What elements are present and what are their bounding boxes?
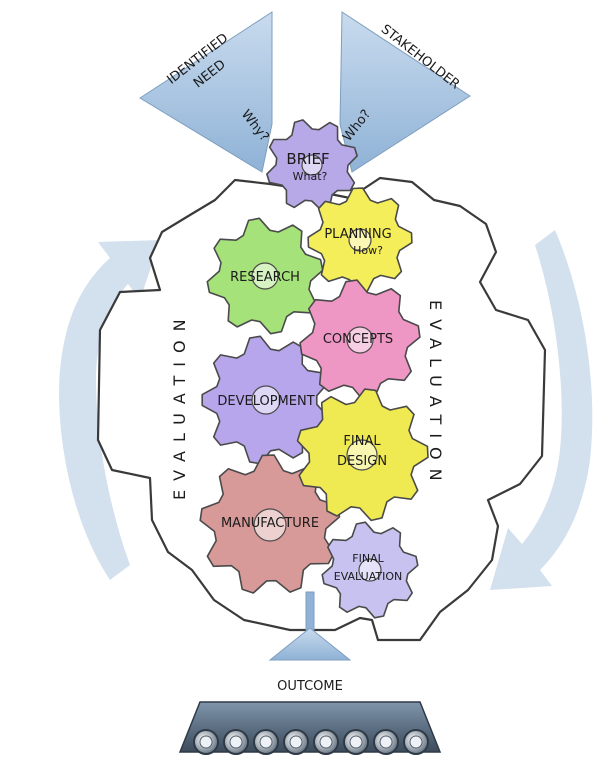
gear-research-label: RESEARCH bbox=[230, 270, 300, 285]
conveyor-roller-core bbox=[289, 735, 303, 749]
gears-layer bbox=[199, 119, 429, 619]
gear-brief-hub bbox=[301, 154, 323, 176]
conveyor-roller-core bbox=[319, 735, 333, 749]
gear-development bbox=[201, 335, 329, 465]
gear-planning-hub bbox=[348, 228, 372, 252]
cycle-arrow-right bbox=[490, 230, 593, 590]
conveyor-roller-core bbox=[199, 735, 213, 749]
gear-brief-sub: What? bbox=[293, 170, 328, 183]
gear-planning-label: PLANNING bbox=[324, 227, 391, 242]
evaluation-label-right-text: EVALUATION bbox=[426, 300, 436, 490]
conveyor-belt bbox=[178, 701, 442, 755]
outcome-label: OUTCOME bbox=[277, 679, 343, 694]
gear-final-design-label-line2: DESIGN bbox=[337, 454, 387, 469]
gear-development-hub bbox=[251, 385, 281, 415]
gear-research bbox=[206, 217, 324, 335]
conveyor-rollers bbox=[193, 729, 429, 755]
outcome-funnel bbox=[268, 591, 352, 661]
gear-research-hub bbox=[251, 262, 279, 290]
gear-final-evaluation-label-line2: EVALUATION bbox=[334, 570, 402, 583]
gear-final-evaluation-hub bbox=[358, 558, 382, 582]
cycle-arrow-left bbox=[59, 240, 161, 580]
gear-final-design-hub bbox=[346, 439, 378, 471]
conveyor-roller-core bbox=[349, 735, 363, 749]
gear-concepts-hub bbox=[346, 326, 374, 354]
gear-final-evaluation-label-line1: FINAL bbox=[352, 552, 384, 565]
evaluation-label-right: EVALUATION bbox=[426, 300, 445, 490]
gear-final-design-label-line1: FINAL bbox=[343, 434, 381, 449]
conveyor-roller-core bbox=[379, 735, 393, 749]
gear-final-evaluation bbox=[321, 521, 419, 619]
gear-brief-label: BRIEF bbox=[286, 150, 329, 168]
evaluation-label-left: EVALUATION bbox=[170, 310, 189, 500]
gear-manufacture-label: MANUFACTURE bbox=[221, 516, 319, 531]
gear-concepts-label: CONCEPTS bbox=[323, 332, 393, 347]
funnel-stakeholder: STAKEHOLDER Who? bbox=[339, 11, 471, 173]
evaluation-label-left-text: EVALUATION bbox=[170, 310, 180, 500]
conveyor-roller-core bbox=[259, 735, 273, 749]
gear-development-label: DEVELOPMENT bbox=[217, 394, 314, 409]
gear-planning-sub: How? bbox=[353, 244, 383, 257]
gear-manufacture bbox=[199, 454, 341, 594]
conveyor-roller-core bbox=[409, 735, 423, 749]
gear-concepts bbox=[299, 279, 421, 401]
gear-final-design bbox=[296, 388, 429, 522]
conveyor-roller-core bbox=[229, 735, 243, 749]
gear-manufacture-hub bbox=[253, 508, 287, 542]
funnel-identified-need: IDENTIFIED NEED Why? bbox=[139, 11, 273, 173]
